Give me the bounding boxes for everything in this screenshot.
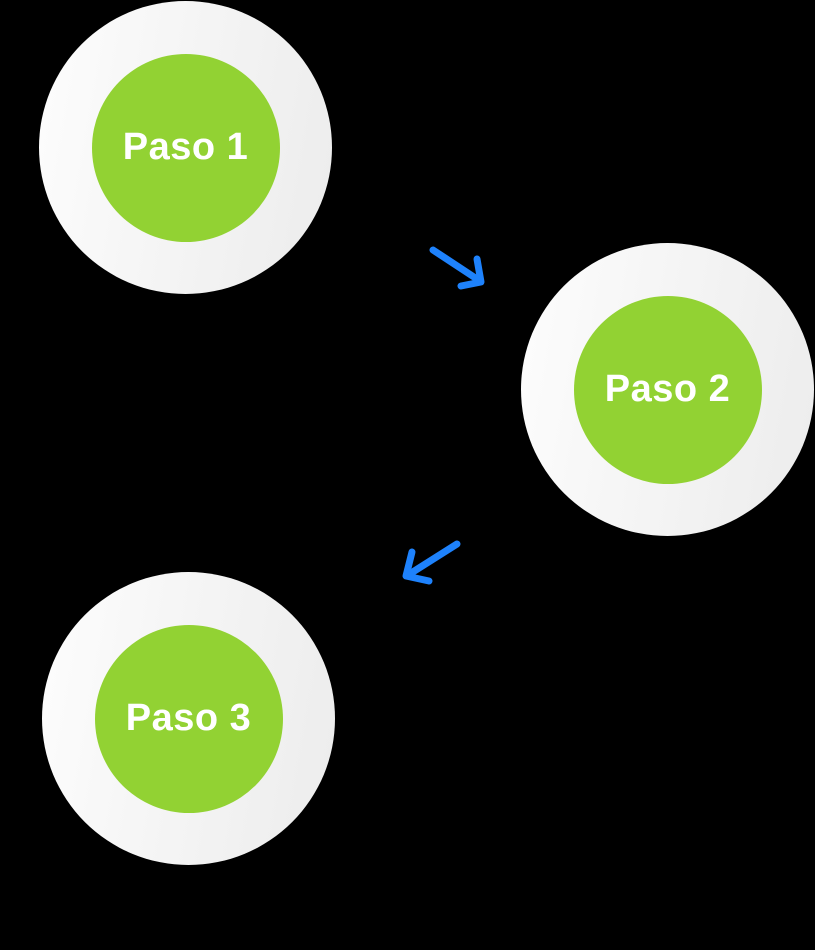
step-node-1: Paso 1 — [39, 1, 332, 294]
step-3-outer-ring: Paso 3 — [42, 572, 335, 865]
step-3-label: Paso 3 — [125, 697, 252, 739]
step-2-label: Paso 2 — [604, 368, 731, 410]
step-node-3: Paso 3 — [42, 572, 335, 865]
arrow-down-right-icon — [424, 242, 492, 299]
step-2-outer-ring: Paso 2 — [521, 243, 814, 536]
step-2-circle: Paso 2 — [573, 295, 762, 484]
step-1-outer-ring: Paso 1 — [39, 1, 332, 294]
step-node-2: Paso 2 — [521, 243, 814, 536]
arrow-down-left-icon — [398, 538, 464, 593]
step-3-circle: Paso 3 — [94, 624, 283, 813]
step-1-circle: Paso 1 — [91, 53, 280, 242]
step-1-label: Paso 1 — [122, 126, 249, 168]
